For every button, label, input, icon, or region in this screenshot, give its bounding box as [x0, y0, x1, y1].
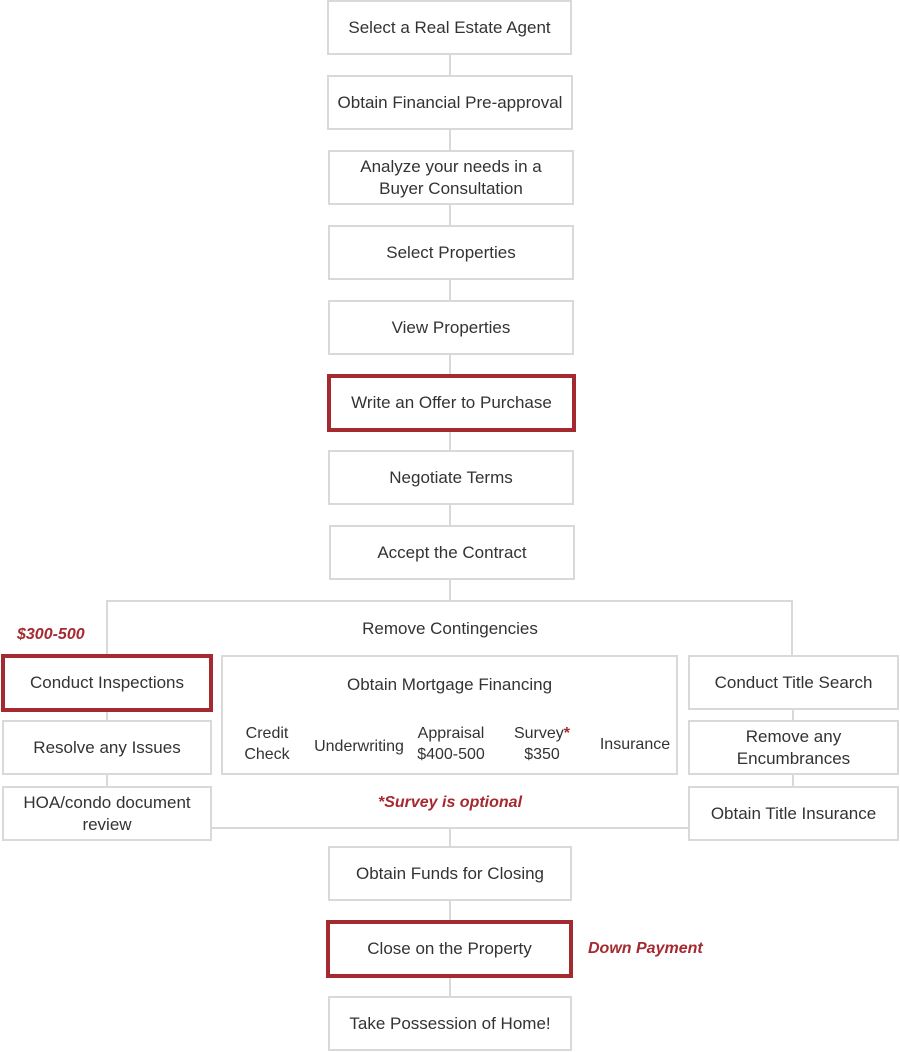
step-select-agent: Select a Real Estate Agent — [327, 0, 572, 55]
step-resolve-issues-label: Resolve any Issues — [33, 737, 181, 757]
step-title-search-label: Conduct Title Search — [714, 672, 873, 692]
step-title-insurance-label: Obtain Title Insurance — [710, 803, 877, 823]
step-close-property-label: Close on the Property — [367, 939, 532, 958]
step-negotiate-terms-label: Negotiate Terms — [389, 467, 513, 487]
step-remove-encumbrances-line2: Encumbrances — [736, 748, 851, 768]
survey-optional-note: *Survey is optional — [377, 794, 523, 811]
credit-check-line1: Credit — [245, 725, 289, 742]
step-preapproval: Obtain Financial Pre-approval — [327, 75, 573, 130]
step-take-possession: Take Possession of Home! — [328, 996, 572, 1051]
underwriting-label: Underwriting — [314, 738, 404, 755]
survey-line1: Survey — [513, 725, 564, 742]
step-conduct-inspections: Conduct Inspections — [1, 654, 213, 712]
step-title-search: Conduct Title Search — [688, 655, 899, 710]
inspection-cost-note: $300-500 — [17, 626, 85, 643]
step-title-insurance: Obtain Title Insurance — [688, 786, 899, 841]
step-obtain-funds-label: Obtain Funds for Closing — [355, 863, 545, 883]
step-resolve-issues: Resolve any Issues — [2, 720, 212, 775]
step-select-agent-label: Select a Real Estate Agent — [348, 17, 551, 37]
appraisal-line1: Appraisal — [417, 725, 485, 742]
credit-check-label: Credit Check — [231, 723, 303, 765]
step-accept-contract-label: Accept the Contract — [377, 542, 527, 562]
step-hoa-review: HOA/condo document review — [2, 786, 212, 841]
step-accept-contract: Accept the Contract — [329, 525, 575, 580]
step-view-properties: View Properties — [328, 300, 574, 355]
step-view-properties-label: View Properties — [391, 317, 511, 337]
step-select-properties-label: Select Properties — [386, 242, 516, 262]
step-buyer-consultation: Analyze your needs in a Buyer Consultati… — [328, 150, 574, 205]
survey-label: Survey* $350 — [505, 723, 579, 765]
remove-contingencies-label: Remove Contingencies — [362, 619, 538, 638]
step-hoa-review-line2: review — [82, 814, 132, 834]
insurance-label: Insurance — [599, 736, 671, 753]
survey-asterisk: * — [563, 725, 571, 742]
step-buyer-consultation-line2: Buyer Consultation — [379, 178, 523, 198]
mortgage-financing-title: Obtain Mortgage Financing — [346, 675, 553, 694]
mortgage-financing-box: Obtain Mortgage Financing Credit Check U… — [221, 655, 678, 775]
step-hoa-review-line1: HOA/condo document — [23, 792, 191, 812]
step-buyer-consultation-line1: Analyze your needs in a — [360, 156, 542, 176]
down-payment-note: Down Payment — [588, 940, 703, 957]
survey-line2: $350 — [524, 746, 560, 763]
step-remove-encumbrances: Remove any Encumbrances — [688, 720, 899, 775]
step-write-offer-label: Write an Offer to Purchase — [351, 393, 552, 412]
appraisal-label: Appraisal $400-500 — [411, 723, 491, 765]
step-negotiate-terms: Negotiate Terms — [328, 450, 574, 505]
step-remove-encumbrances-line1: Remove any — [745, 726, 842, 746]
step-conduct-inspections-label: Conduct Inspections — [29, 673, 185, 692]
step-close-property: Close on the Property — [326, 920, 573, 978]
credit-check-line2: Check — [244, 746, 290, 763]
appraisal-line2: $400-500 — [417, 746, 485, 763]
step-write-offer: Write an Offer to Purchase — [327, 374, 576, 432]
step-preapproval-label: Obtain Financial Pre-approval — [337, 92, 563, 112]
step-take-possession-label: Take Possession of Home! — [349, 1013, 551, 1033]
step-obtain-funds: Obtain Funds for Closing — [328, 846, 572, 901]
step-select-properties: Select Properties — [328, 225, 574, 280]
